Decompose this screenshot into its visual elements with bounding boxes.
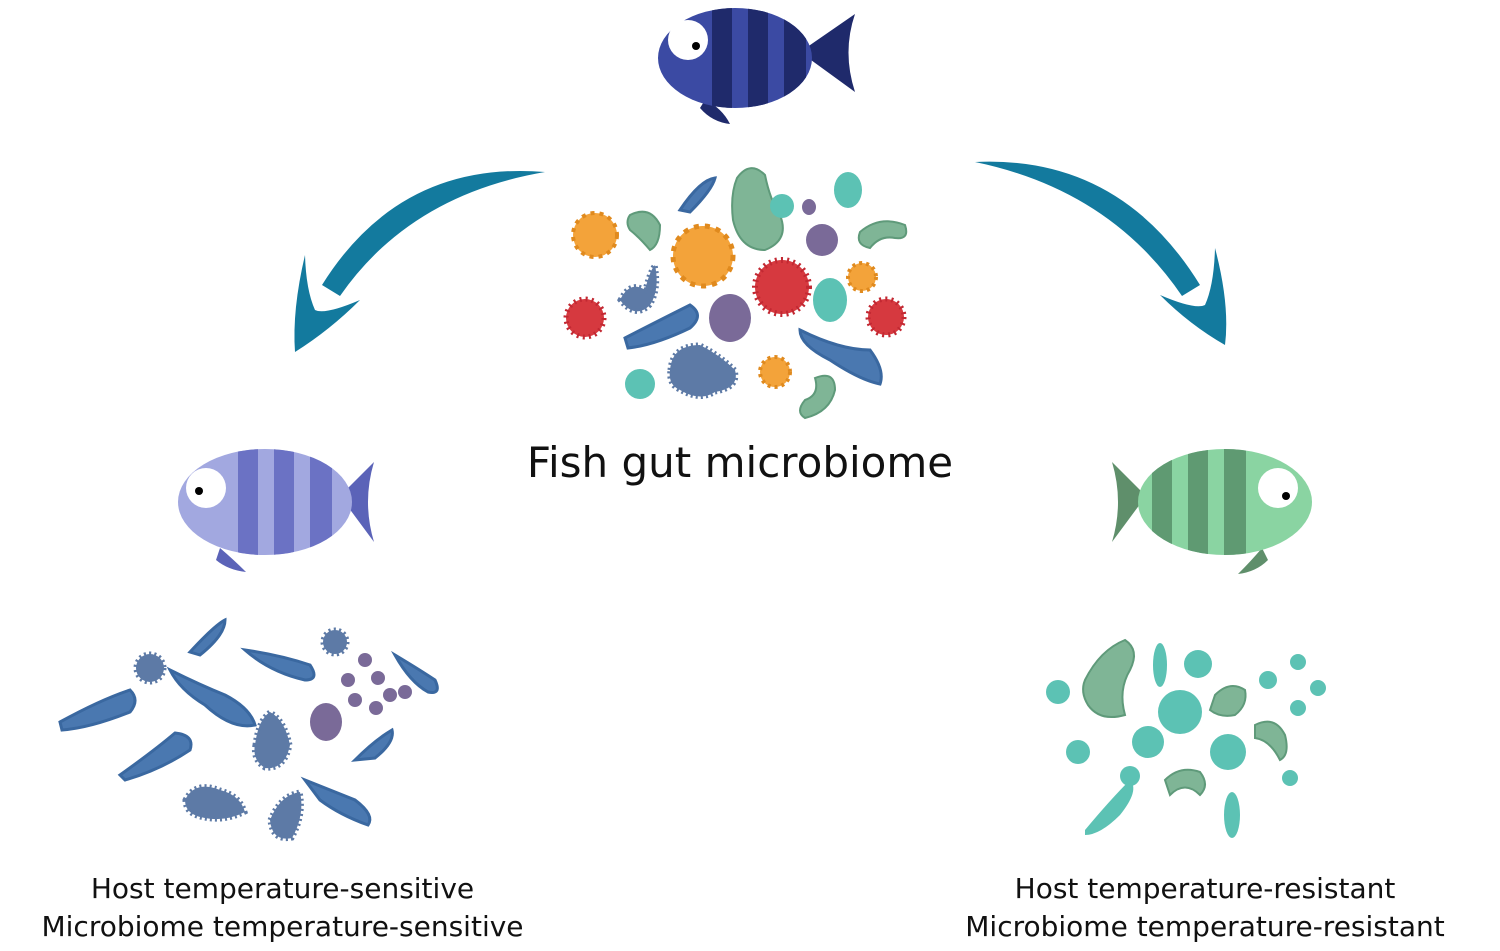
left-curved-arrow <box>294 170 545 352</box>
top-fish-icon <box>658 8 855 124</box>
left-caption-host: Host temperature-sensitive <box>90 872 475 905</box>
center-microbe-cluster <box>563 167 908 420</box>
center-title: Fish gut microbiome <box>526 438 954 487</box>
right-caption-microbiome: Microbiome temperature-resistant <box>965 910 1445 943</box>
right-fish-icon <box>1112 449 1312 574</box>
right-curved-arrow <box>975 161 1227 345</box>
left-caption-microbiome: Microbiome temperature-sensitive <box>41 910 524 943</box>
left-fish-icon <box>178 449 374 572</box>
left-microbe-cluster <box>58 617 439 842</box>
right-caption-host: Host temperature-resistant <box>1014 872 1396 905</box>
right-microbe-cluster <box>1046 638 1326 838</box>
